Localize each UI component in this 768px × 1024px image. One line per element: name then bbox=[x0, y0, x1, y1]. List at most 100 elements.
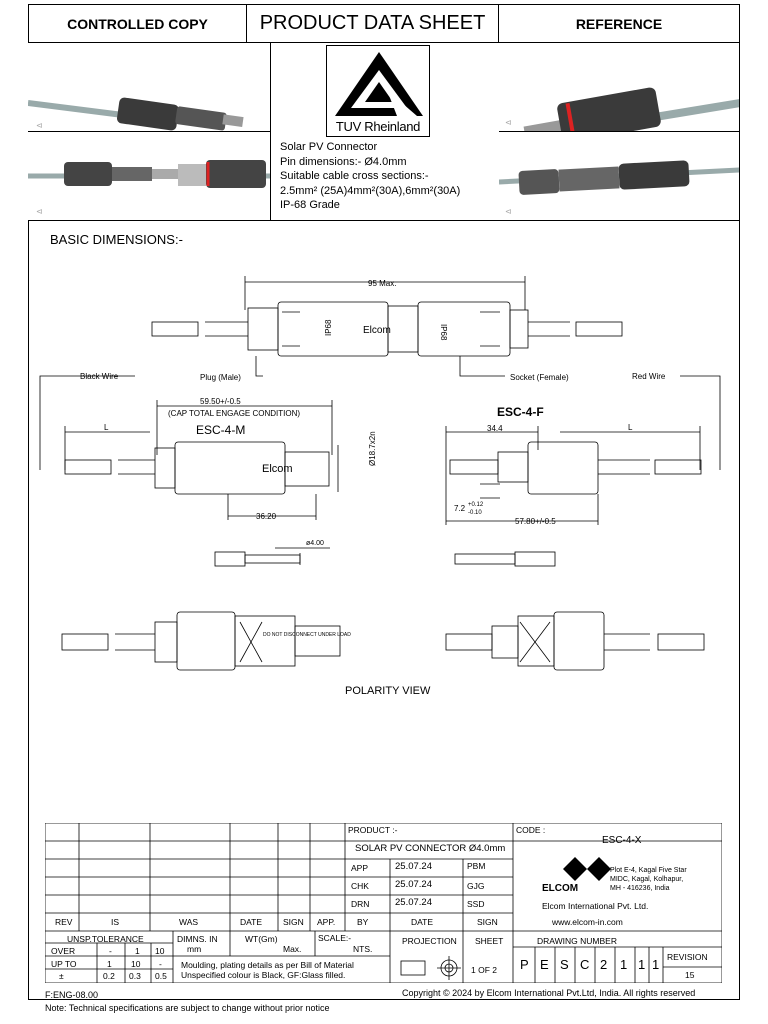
product-image-mated: ⊲ bbox=[499, 132, 740, 221]
drn-by: SSD bbox=[467, 899, 485, 909]
rev-header-is: IS bbox=[111, 917, 120, 927]
weight-label: WT(Gm) bbox=[245, 934, 278, 944]
certification-box bbox=[271, 43, 499, 221]
pair-photo: ⊲ bbox=[28, 160, 270, 216]
dimensions-label: DIMNS. IN bbox=[177, 934, 218, 944]
drawing-number-char: 1 bbox=[652, 957, 660, 972]
svg-text:⊲: ⊲ bbox=[36, 121, 43, 130]
rev-header-date: DATE bbox=[240, 917, 263, 927]
drawing-number-char: C bbox=[580, 957, 590, 972]
reference-label: REFERENCE bbox=[499, 4, 740, 43]
product-image-plug: ⊲ bbox=[28, 43, 271, 132]
brand-label-mated: Elcom bbox=[363, 325, 391, 336]
title-block-grid bbox=[45, 823, 722, 983]
drawing-number-char: P bbox=[520, 957, 529, 972]
projection-label: PROJECTION bbox=[402, 936, 457, 946]
male-body-length-label: 36.20 bbox=[256, 512, 277, 521]
product-label: PRODUCT :- bbox=[348, 825, 398, 835]
socket-photo: ⊲ bbox=[505, 87, 739, 131]
cap-condition-label: (CAP TOTAL ENGAGE CONDITION) bbox=[168, 409, 300, 418]
tuv-logo-text: TUV Rheinland bbox=[335, 119, 421, 134]
upto-val-3: - bbox=[159, 959, 162, 969]
svg-text:⊲: ⊲ bbox=[36, 207, 43, 216]
chk-date: 25.07.24 bbox=[395, 879, 432, 890]
rev-header-rev: REV bbox=[55, 917, 73, 927]
drn-label: DRN bbox=[351, 899, 370, 909]
pm-val-1: 0.2 bbox=[103, 971, 115, 981]
copyright-notice: Copyright © 2024 by Elcom International … bbox=[402, 988, 696, 998]
spec-line-5: IP-68 Grade bbox=[280, 199, 340, 211]
app-label: APP bbox=[351, 863, 369, 873]
technical-drawing: 95 Max. Elcom IP68 IP68 Black Wire Plug … bbox=[39, 276, 721, 697]
controlled-copy-label: CONTROLLED COPY bbox=[28, 4, 247, 43]
scale-label: SCALE:- bbox=[318, 933, 352, 943]
address-line-3: MH - 416236, India bbox=[610, 885, 670, 892]
drawing-number-label: DRAWING NUMBER bbox=[537, 936, 617, 946]
svg-text:⊲: ⊲ bbox=[505, 118, 512, 127]
app-date: 25.07.24 bbox=[395, 861, 432, 872]
rev-header-was: WAS bbox=[179, 917, 199, 927]
notes-line-2: Unspecified colour is Black, GF:Glass fi… bbox=[181, 970, 346, 980]
male-l-label: L bbox=[104, 423, 109, 432]
section-title: BASIC DIMENSIONS:- bbox=[50, 232, 183, 247]
pm-val-2: 0.3 bbox=[129, 971, 141, 981]
upto-label: UP TO bbox=[51, 959, 77, 969]
product-value: SOLAR PV CONNECTOR Ø4.0mm bbox=[355, 843, 506, 854]
male-diameter-label: Ø18.7x2n bbox=[368, 431, 377, 466]
dimensions-unit: mm bbox=[187, 944, 202, 954]
revision-label: REVISION bbox=[667, 952, 708, 962]
technical-note: Note: Technical specifications are subje… bbox=[45, 1003, 330, 1013]
spec-line-1: Solar PV Connector bbox=[280, 141, 378, 153]
elcom-logo-icon bbox=[563, 857, 611, 881]
warning-label: DO NOT DISCONNECT UNDER LOAD bbox=[263, 632, 351, 638]
tuv-logo: TUV Rheinland bbox=[326, 45, 430, 137]
spec-list: Solar PV Connector Pin dimensions:- Ø4.0… bbox=[280, 140, 460, 213]
notes-line-1: Moulding, plating details as per Bill of… bbox=[181, 960, 354, 970]
female-model-label: ESC-4-F bbox=[497, 405, 544, 419]
female-34-label: 34.4 bbox=[487, 424, 503, 433]
drawing-number-char: 1 bbox=[620, 957, 628, 972]
product-image-socket: ⊲ bbox=[499, 43, 740, 132]
rev-header-sign2: SIGN bbox=[477, 917, 498, 927]
drawing-number-char: E bbox=[540, 957, 549, 972]
weight-max: Max. bbox=[283, 944, 302, 954]
red-wire-label: Red Wire bbox=[632, 372, 666, 381]
address-line-2: MIDC, Kagal, Kolhapur, bbox=[610, 876, 684, 883]
chk-label: CHK bbox=[351, 881, 369, 891]
sheet-label: SHEET bbox=[475, 936, 504, 946]
website-link[interactable]: www.elcom-in.com bbox=[552, 917, 623, 927]
over-val-1: - bbox=[109, 946, 112, 956]
rev-header-app: APP. bbox=[317, 917, 336, 927]
form-number: F:ENG-08.00 bbox=[45, 990, 99, 1000]
spec-line-4: 2.5mm² (25A)4mm²(30A),6mm²(30A) bbox=[280, 184, 461, 197]
app-by: PBM bbox=[467, 861, 486, 871]
female-tol-label: 7.2 bbox=[454, 504, 466, 513]
spec-line-3: Suitable cable cross sections:- bbox=[280, 170, 429, 182]
socket-female-label: Socket (Female) bbox=[510, 373, 569, 382]
overall-length-label: 95 Max. bbox=[368, 279, 396, 288]
brand-label-male: Elcom bbox=[262, 463, 293, 475]
plug-photo: ⊲ bbox=[28, 97, 244, 131]
male-length-label: 59.50+/-0.5 bbox=[200, 397, 241, 406]
polarity-view-label: POLARITY VIEW bbox=[345, 685, 431, 697]
ip-label-right: IP68 bbox=[439, 324, 448, 341]
address-line-1: Plot E-4, Kagal Five Star bbox=[610, 867, 687, 874]
mated-photo: ⊲ bbox=[499, 160, 739, 216]
drawing-number-char: 1 bbox=[638, 957, 646, 972]
rev-header-date2: DATE bbox=[411, 917, 434, 927]
pin-diameter-label: ø4.00 bbox=[306, 540, 324, 547]
female-l-label: L bbox=[628, 423, 633, 432]
female-tol-up-label: +0.12 bbox=[468, 502, 484, 508]
rev-header-by: BY bbox=[357, 917, 369, 927]
company-name: ELCOM bbox=[542, 883, 579, 894]
title-block: PRODUCT :- SOLAR PV CONNECTOR Ø4.0mm COD… bbox=[45, 823, 722, 983]
black-wire-label: Black Wire bbox=[80, 372, 119, 381]
sheet-value: 1 OF 2 bbox=[471, 965, 497, 975]
tolerance-label: UNSP.TOLERANCE bbox=[67, 934, 144, 944]
drawing-number-char: 2 bbox=[600, 957, 608, 972]
upto-val-1: 1 bbox=[107, 959, 112, 969]
revision-value: 15 bbox=[685, 970, 695, 980]
female-tol-down-label: -0.10 bbox=[468, 510, 482, 516]
ip-label-left: IP68 bbox=[324, 319, 333, 336]
code-label: CODE : bbox=[516, 825, 546, 835]
